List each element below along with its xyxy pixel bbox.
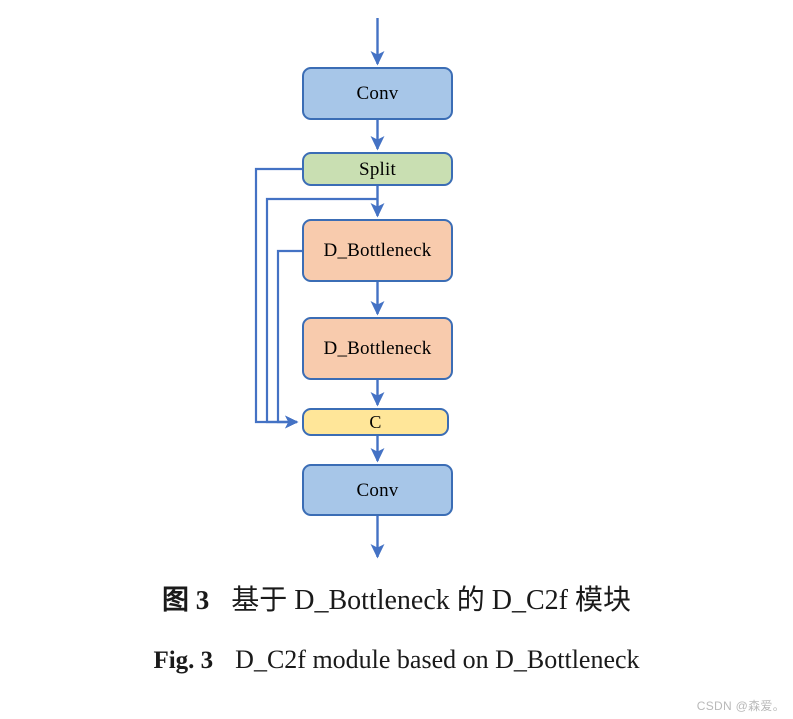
node-bottleneck-2[interactable]: D_Bottleneck xyxy=(302,317,453,380)
edge-skip-bottleneck-1-to-concat xyxy=(276,249,302,429)
figure-caption-chinese: 图 3 基于 D_Bottleneck 的 D_C2f 模块 xyxy=(0,578,793,618)
node-split-label: Split xyxy=(359,158,396,180)
node-conv-top[interactable]: Conv xyxy=(302,67,453,120)
node-conv-bottom[interactable]: Conv xyxy=(302,464,453,516)
figure-caption-english-text: D_C2f module based on D_Bottleneck xyxy=(235,645,640,674)
node-conv-top-label: Conv xyxy=(356,83,399,104)
node-concat-label: C xyxy=(369,412,382,432)
node-bottleneck-1[interactable]: D_Bottleneck xyxy=(302,219,453,282)
node-concat[interactable]: C xyxy=(302,408,449,436)
csdn-watermark: CSDN @森爱。 xyxy=(696,699,785,713)
node-bottleneck-2-label: D_Bottleneck xyxy=(323,338,432,359)
figure-caption-english-tag: Fig. 3 xyxy=(153,647,214,674)
node-conv-bottom-label: Conv xyxy=(356,479,399,501)
node-bottleneck-1-label: D_Bottleneck xyxy=(323,240,432,261)
node-split[interactable]: Split xyxy=(302,152,453,186)
figure-caption-chinese-tag: 图 3 xyxy=(162,585,210,615)
figure-caption-english: Fig. 3 D_C2f module based on D_Bottleneck xyxy=(0,645,793,675)
figure-caption-chinese-text: 基于 D_Bottleneck 的 D_C2f 模块 xyxy=(231,585,631,616)
connector-layer xyxy=(254,18,385,559)
figure-canvas: Conv Split D_Bottleneck D_Bottleneck C C… xyxy=(254,18,453,559)
